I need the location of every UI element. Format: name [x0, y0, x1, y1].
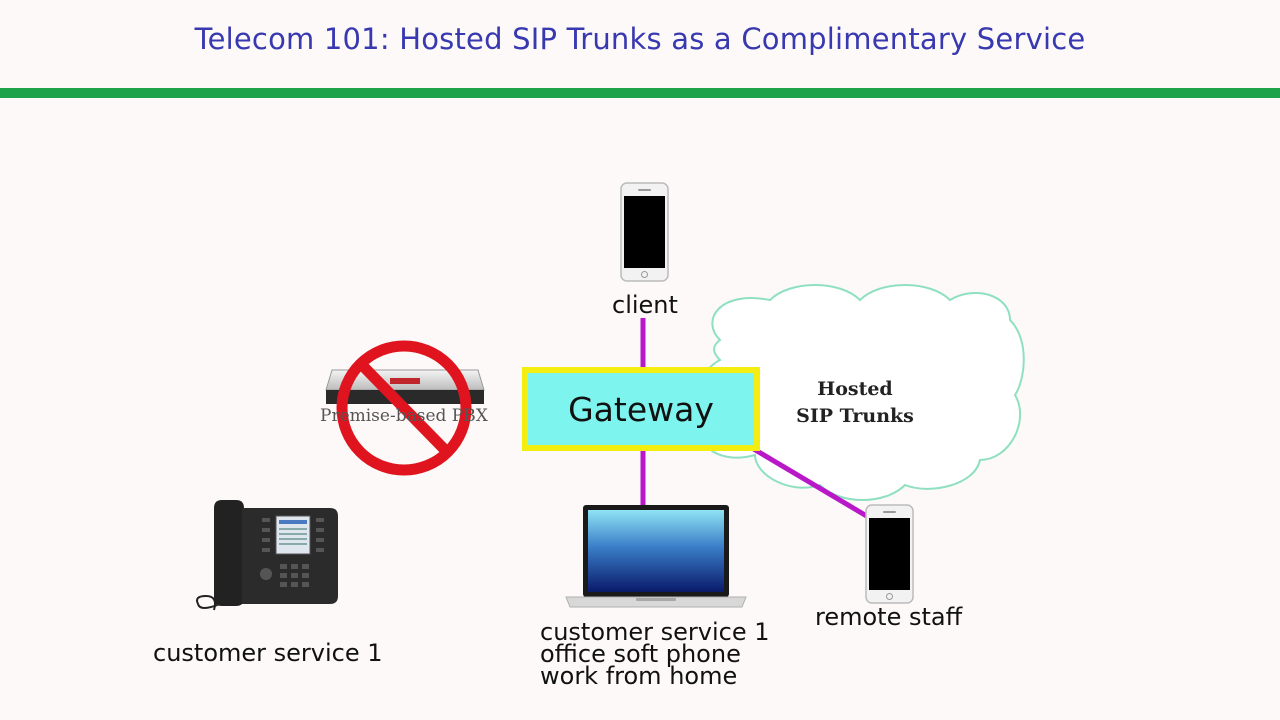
smartphone-icon	[620, 182, 669, 282]
laptop-label-line2: office soft phone	[540, 640, 741, 668]
smartphone-icon	[865, 504, 914, 604]
cloud-label: Hosted SIP Trunks	[790, 376, 920, 430]
laptop-label-line3: work from home	[540, 662, 738, 690]
title-divider	[0, 88, 1280, 98]
desk-phone-icon	[196, 500, 338, 611]
desk-phone-label: customer service 1	[153, 639, 383, 667]
laptop-label-line1: customer service 1	[540, 618, 770, 646]
page-title: Telecom 101: Hosted SIP Trunks as a Comp…	[194, 22, 1086, 56]
gateway-box: Gateway	[522, 367, 760, 451]
cloud-label-line1: Hosted	[817, 378, 893, 400]
pbx-label: Premise-based PBX	[320, 406, 488, 426]
link-gateway-remote	[750, 445, 872, 521]
laptop-icon	[565, 505, 747, 608]
no-sign-icon	[336, 340, 472, 476]
gateway-label: Gateway	[568, 389, 714, 429]
cloud-label-line2: SIP Trunks	[796, 405, 914, 427]
client-label: client	[612, 291, 678, 319]
remote-staff-label: remote staff	[815, 603, 963, 631]
